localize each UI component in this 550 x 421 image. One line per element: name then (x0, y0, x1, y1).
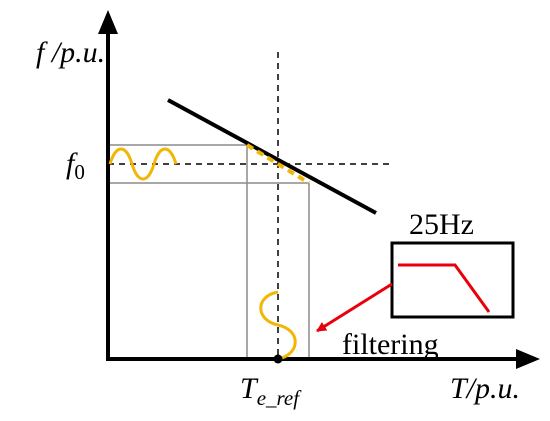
f0-label: f0 (66, 147, 85, 184)
filtering-arrow (316, 282, 393, 333)
te-ref-point (273, 354, 283, 364)
axes (98, 10, 540, 369)
droop-oscillation-segment (245, 143, 311, 185)
torque-oscillation-wave (259, 290, 297, 361)
filter-response-curve (398, 263, 491, 313)
guide-lines (108, 144, 310, 359)
filter-box (390, 241, 515, 319)
x-axis-arrowhead (516, 349, 540, 369)
x-axis-label: T/p.u. (450, 372, 520, 405)
droop-line (167, 98, 377, 215)
filtering-label: filtering (342, 328, 439, 361)
te-ref-label: Te_ref (240, 372, 302, 410)
y-axis-label: f /p.u. (36, 36, 105, 69)
y-axis-arrowhead (98, 10, 118, 34)
filter-title: 25Hz (409, 208, 474, 241)
frequency-oscillation-wave (108, 147, 178, 181)
